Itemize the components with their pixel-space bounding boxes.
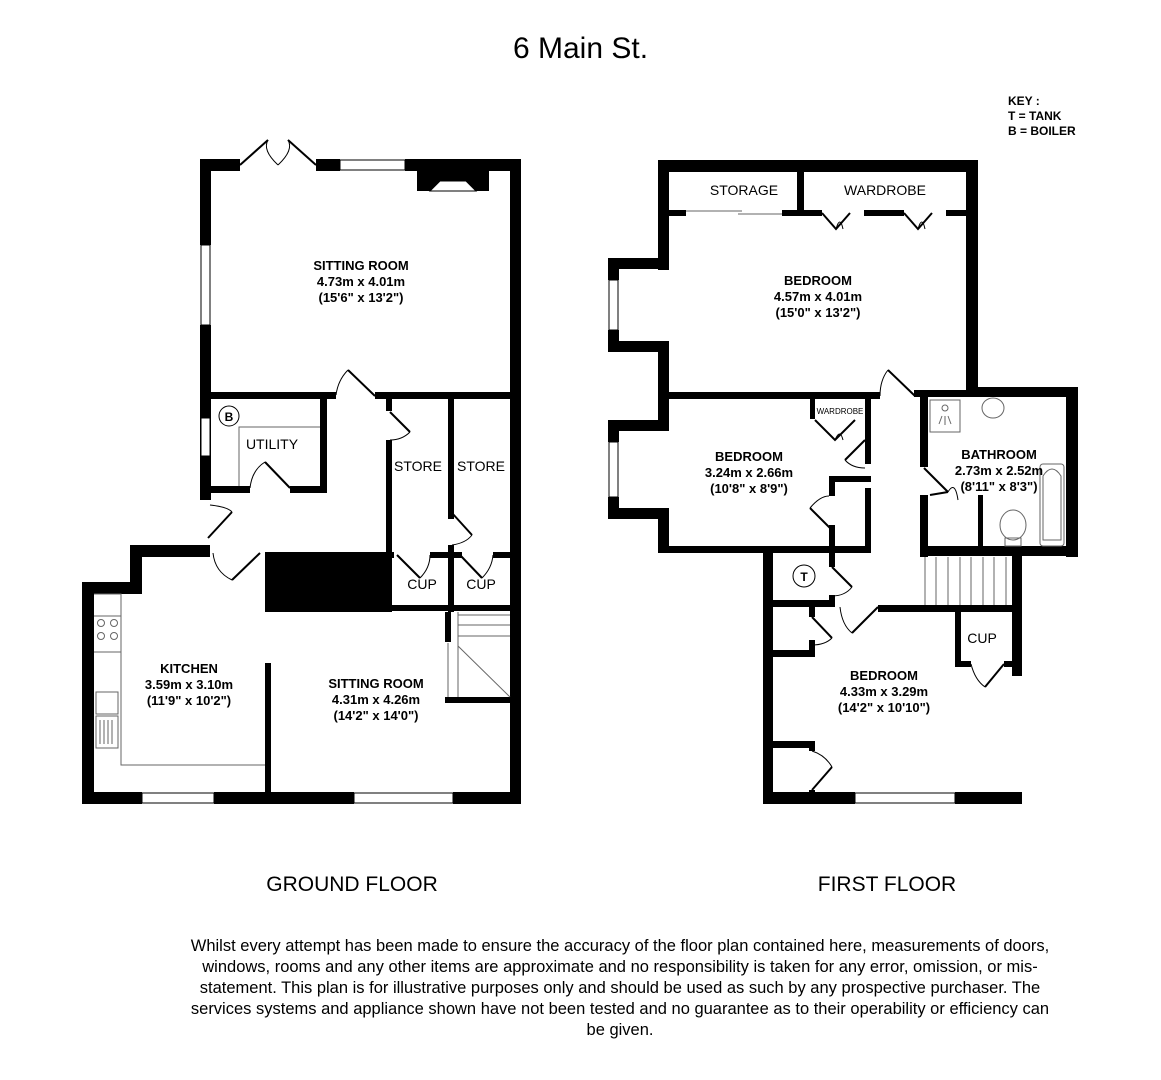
room-name: BEDROOM — [850, 668, 918, 683]
toilet-icon — [999, 509, 1027, 541]
room-name: BATHROOM — [961, 447, 1037, 462]
ground-floor-windows — [141, 159, 454, 804]
first-floor-stairs — [924, 557, 1007, 605]
room-name: SITTING ROOM — [328, 676, 423, 691]
room-imperial: (8'11" x 8'3") — [960, 479, 1037, 494]
bathtub-icon — [1039, 463, 1065, 547]
tank-label: T — [800, 570, 808, 584]
storage-sliding-door — [686, 210, 782, 215]
shower-icon — [929, 399, 961, 433]
room-imperial: (14'2" x 10'10") — [838, 700, 930, 715]
room-metric: 2.73m x 2.52m — [955, 463, 1043, 478]
cupboard-label: CUP — [407, 576, 437, 592]
fireplace-icon — [428, 180, 478, 192]
first-floor-walls — [608, 160, 1078, 804]
ground-floor-plan — [82, 139, 521, 804]
room-imperial: (15'0" x 13'2") — [775, 305, 860, 320]
page-title: 6 Main St. — [512, 32, 649, 65]
kitchen-fixtures — [94, 593, 265, 766]
boiler-icon — [218, 405, 240, 427]
room-name: BEDROOM — [784, 273, 852, 288]
key-item-boiler: B = BOILER — [1008, 124, 1076, 138]
utility-counter — [238, 426, 320, 486]
room-name: KITCHEN — [160, 661, 218, 676]
cupboard-label: CUP — [967, 630, 997, 646]
ground-floor-walls — [82, 159, 521, 804]
ground-floor-stairs — [447, 612, 511, 698]
room-imperial: (14'2" x 14'0") — [333, 708, 418, 723]
ground-floor-label: GROUND FLOOR — [266, 873, 438, 896]
room-metric: 4.57m x 4.01m — [774, 289, 862, 304]
storage-label: STORAGE — [710, 182, 778, 198]
bathroom-fixtures — [929, 397, 1065, 547]
room-imperial: (10'8" x 8'9") — [710, 481, 788, 496]
cupboard-label: CUP — [466, 576, 496, 592]
room-metric: 4.73m x 4.01m — [317, 274, 405, 289]
first-floor-doors — [809, 212, 1005, 791]
room-name: BEDROOM — [715, 449, 783, 464]
disclaimer-text: Whilst every attempt has been made to en… — [190, 937, 1050, 1039]
key-item-tank: T = TANK — [1008, 109, 1062, 123]
wardrobe-label: WARDROBE — [844, 182, 926, 198]
room-metric: 3.59m x 3.10m — [145, 677, 233, 692]
key-heading: KEY : — [1008, 94, 1040, 108]
utility-label: UTILITY — [246, 436, 299, 452]
room-metric: 3.24m x 2.66m — [705, 465, 793, 480]
boiler-label: B — [225, 410, 234, 424]
key-legend: KEY : T = TANK B = BOILER — [1008, 94, 1076, 139]
room-imperial: (15'6" x 13'2") — [318, 290, 403, 305]
room-metric: 4.33m x 3.29m — [840, 684, 928, 699]
ground-floor-doors — [207, 139, 494, 581]
first-floor-windows — [608, 279, 956, 804]
store-label: STORE — [457, 458, 505, 474]
store-label: STORE — [394, 458, 442, 474]
sink-icon — [981, 397, 1005, 419]
room-labels: SITTING ROOM 4.73m x 4.01m (15'6" x 13'2… — [145, 182, 1043, 723]
room-imperial: (11'9" x 10'2") — [147, 693, 231, 708]
room-metric: 4.31m x 4.26m — [332, 692, 420, 707]
tank-icon — [792, 564, 816, 588]
first-floor-plan — [608, 160, 1078, 804]
first-floor-label: FIRST FLOOR — [817, 873, 957, 896]
room-name: SITTING ROOM — [313, 258, 408, 273]
wardrobe-small-label: WARDROBE — [817, 407, 864, 416]
